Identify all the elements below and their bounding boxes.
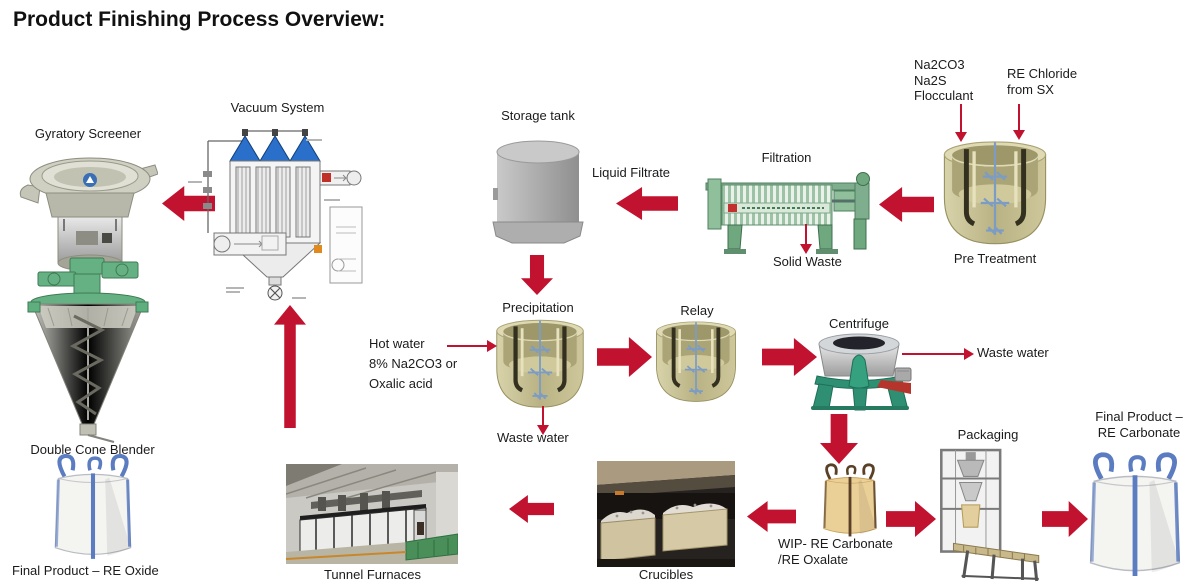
final-carbonate-label: Final Product – RE Carbonate bbox=[1095, 409, 1183, 440]
flocculant-stream-label: Na2CO3 Na2S Flocculant bbox=[914, 57, 974, 103]
storage-tank-icon bbox=[492, 140, 584, 244]
final-oxide-label: Final Product – RE Oxide bbox=[12, 563, 159, 578]
solid-waste-label: Solid Waste bbox=[773, 254, 842, 269]
hot-water-stream-label: Hot water 8% Na2CO3 or Oxalic acid bbox=[369, 336, 458, 391]
wip-label: WIP- RE Carbonate /RE Oxalate bbox=[778, 536, 893, 567]
relay-label: Relay bbox=[680, 303, 714, 318]
gyratory-screener-icon bbox=[19, 157, 158, 272]
arrow-furnaces-to-vacuum bbox=[274, 305, 306, 428]
wip-bag-icon bbox=[808, 462, 892, 540]
arrow-centrifuge-waste bbox=[902, 348, 974, 360]
packaging-machine-icon bbox=[940, 448, 1040, 582]
pre-treatment-tank-icon bbox=[940, 136, 1050, 248]
arrow-flocculant-in bbox=[955, 104, 967, 142]
packaging-label: Packaging bbox=[957, 427, 1019, 442]
vacuum-system-label: Vacuum System bbox=[230, 100, 325, 115]
page-title: Product Finishing Process Overview: bbox=[13, 8, 386, 31]
arrow-hot-water-in bbox=[447, 340, 497, 352]
re-chloride-stream-label: RE Chloride from SX bbox=[1007, 66, 1078, 97]
double-cone-blender-label: Double Cone Blender bbox=[30, 442, 155, 457]
tunnel-furnaces-label: Tunnel Furnaces bbox=[323, 567, 422, 582]
crucibles-photo bbox=[597, 461, 735, 567]
centrifuge-label: Centrifuge bbox=[829, 316, 889, 331]
final-carbonate-bag-icon bbox=[1072, 450, 1198, 582]
arrow-precipitation-to-relay bbox=[597, 337, 652, 377]
arrow-wip-to-packaging bbox=[886, 501, 936, 537]
precipitation-tank-icon bbox=[492, 316, 588, 410]
arrow-wip-to-crucibles bbox=[747, 501, 796, 532]
relay-tank-icon bbox=[653, 316, 739, 406]
final-oxide-bag-icon bbox=[38, 452, 148, 564]
arrow-re-chloride-in bbox=[1013, 104, 1025, 140]
arrow-centrifuge-to-wip bbox=[820, 414, 858, 464]
liquid-filtrate-label: Liquid Filtrate bbox=[592, 165, 671, 180]
arrow-pretreatment-to-filtration bbox=[879, 187, 934, 222]
arrow-crucibles-to-furnaces bbox=[509, 495, 554, 523]
filter-press-icon bbox=[705, 172, 870, 254]
crucibles-label: Crucibles bbox=[638, 567, 694, 582]
arrow-filtration-to-solid-waste bbox=[800, 224, 812, 254]
pre-treatment-label: Pre Treatment bbox=[953, 251, 1037, 266]
waste-water-precipitation-label: Waste water bbox=[497, 430, 569, 445]
filtration-label: Filtration bbox=[761, 150, 812, 165]
precipitation-label: Precipitation bbox=[502, 300, 574, 315]
arrow-storage-to-precipitation bbox=[521, 255, 553, 295]
gyratory-screener-label: Gyratory Screener bbox=[34, 126, 142, 141]
vacuum-system-diagram bbox=[188, 129, 363, 301]
tunnel-furnaces-photo bbox=[286, 464, 458, 564]
double-cone-blender-icon bbox=[27, 257, 149, 443]
arrow-filtration-to-storage bbox=[616, 187, 678, 220]
waste-water-centrifuge-label: Waste water bbox=[977, 345, 1049, 360]
centrifuge-icon bbox=[811, 333, 912, 411]
storage-tank-label: Storage tank bbox=[501, 108, 575, 123]
arrow-precipitation-waste bbox=[537, 406, 549, 435]
